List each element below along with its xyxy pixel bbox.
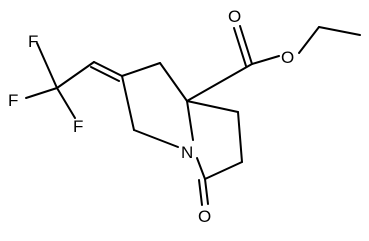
atom-f2: F [8,91,18,110]
bond-c3-n [133,129,179,148]
atom-f3: F [73,117,83,136]
bond-c7-c6 [237,111,243,163]
bond-c6-c5 [204,161,243,180]
atom-o-ester-ether: O [281,48,294,67]
bond-c5-o-double-b [198,179,203,206]
bond-c5-n [196,157,206,180]
bond-vinyl-ring-double-b [90,66,120,82]
bond-cf3-vinyl [56,61,95,89]
bond-f1-cf3 [36,42,58,89]
atom-n: N [181,143,193,162]
bond-c7a-carbonyl [186,63,253,102]
atom-o-lactam: O [198,207,211,226]
bond-f3-cf3 [56,87,76,119]
bond-f2-cf3 [25,87,58,99]
bond-carbonyl-o-double-a [239,25,253,65]
bond-n-c7a [186,100,194,141]
atom-o-ester-carbonyl: O [228,7,241,26]
bond-vinyl-ring-double-a [93,61,123,77]
atom-f1: F [28,32,38,51]
bond-c2-c3 [121,75,135,131]
bond-carbonyl-o-double-b [233,27,247,67]
bond-ethyl-ch2-ch3 [318,26,361,36]
bond-carbonyl-o-ether [251,55,280,65]
bond-c5-o-double-a [204,178,209,205]
bond-c2-c1 [121,62,161,77]
bond-c7a-c7 [186,100,239,113]
bond-o-ethyl-ch2 [298,26,320,54]
bond-c1-c7a [159,62,188,102]
